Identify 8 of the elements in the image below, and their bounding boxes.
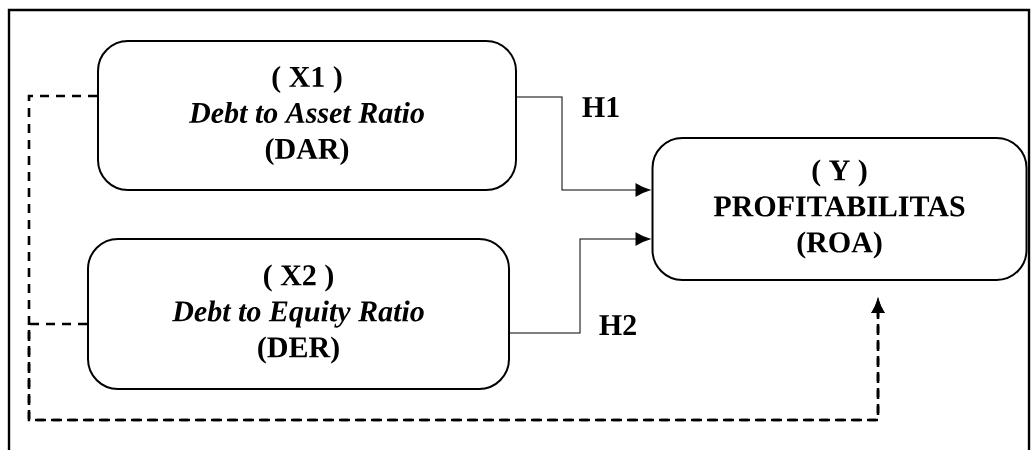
variable-box: ( X2 ) Debt to Equity Ratio (DER) bbox=[87, 238, 510, 390]
arrow bbox=[516, 96, 651, 197]
edge-label: H2 bbox=[596, 313, 640, 337]
variable-box: ( Y ) PROFITABILITAS (ROA) bbox=[651, 137, 1028, 281]
arrow bbox=[509, 232, 651, 334]
edge-label: H1 bbox=[579, 95, 623, 119]
variable-box: ( X1 ) Debt to Asset Ratio (DAR) bbox=[97, 40, 517, 191]
arrow bbox=[27, 300, 884, 422]
